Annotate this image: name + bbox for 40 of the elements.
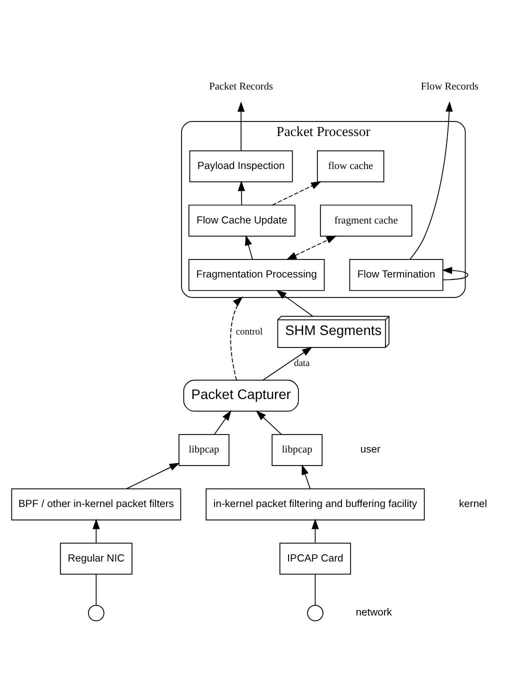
connector (314, 573, 316, 605)
arrow (214, 410, 232, 434)
node-box: Packet Capturer (183, 379, 299, 412)
node-box: libpcap (178, 434, 230, 466)
node-box: IPCAP Card (279, 542, 352, 574)
node-box: in-kernel packet filtering and buffering facility (206, 488, 425, 520)
arrow (126, 462, 180, 489)
node-box: Payload Inspection (189, 150, 293, 182)
node-box: fragment cache (320, 204, 412, 236)
arrow (312, 518, 319, 543)
node-box: Flow Cache Update (188, 204, 296, 236)
node-box: BPF / other in-kernel packet filters (11, 488, 182, 520)
arrow (230, 296, 243, 380)
label: user (360, 444, 380, 456)
arrow (238, 180, 246, 205)
node-text: Packet Records (209, 81, 274, 92)
node-box: Regular NIC (60, 542, 132, 574)
arrow (286, 235, 337, 260)
arrow (272, 180, 322, 205)
node-circle (88, 604, 104, 621)
node-text: Flow Records (420, 81, 479, 92)
connector (96, 573, 97, 605)
edge-label: control (236, 326, 263, 337)
node-box: flow cache (316, 150, 384, 182)
node-box: Flow Termination (349, 258, 444, 290)
label: network (356, 607, 392, 618)
arrow (262, 346, 312, 380)
arrow (244, 234, 253, 260)
node-box: libpcap (272, 434, 323, 466)
arrow (410, 100, 453, 260)
arrow (302, 464, 311, 488)
arrow (256, 410, 282, 434)
arrow (92, 518, 100, 543)
label: kernel (458, 498, 488, 510)
arrow (442, 266, 468, 280)
arrow (237, 100, 245, 150)
arrow (276, 289, 314, 316)
node-box: Fragmentation Processing (188, 258, 325, 290)
node-circle (307, 604, 324, 621)
edge-label: data (294, 358, 310, 369)
